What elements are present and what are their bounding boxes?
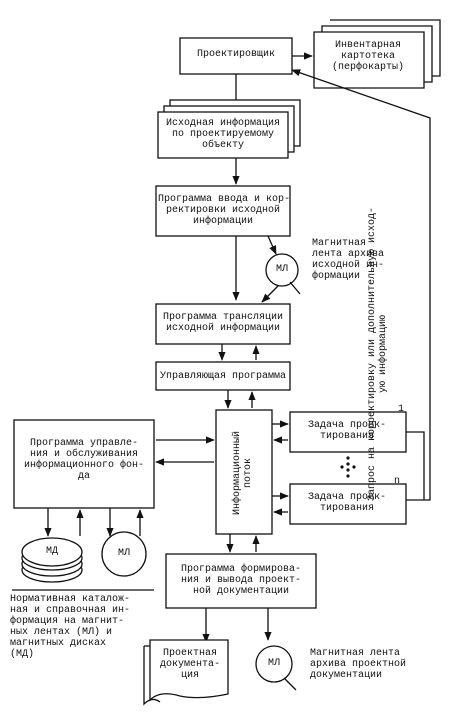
ml-tape-storage [101,531,147,577]
ml-tape-source [265,253,299,287]
md-label: МД [45,546,58,557]
tape-archive-source-label: Магнитная лента архива исходной ин- форм… [312,238,385,282]
task-n-box [289,483,407,525]
design-docs-shape [149,639,229,702]
input-program-label: Программа ввода и кор- ректировки исходн… [158,194,291,227]
task-n-label: Задача проек- тирования [307,492,386,514]
info-flow-box [215,409,273,535]
request-label: Запрос на корректировку или дополнительн… [367,206,389,502]
control-program-box [155,361,291,391]
ml-storage-label: МЛ [117,548,130,559]
task-n-index: n [393,476,400,487]
fund-program-box [13,419,155,509]
storage-caption: Нормативная каталож- ная и справочная ин… [10,594,131,660]
translation-program-box [155,303,291,345]
input-program-box [155,185,291,237]
info-flow-label: Информационный поток [232,431,254,516]
source-info-box [157,111,289,159]
ml-tape-docs [255,645,293,683]
designer-box [179,37,293,75]
tape-archive-docs-label: Магнитная лента архива проектной докумен… [310,648,407,681]
source-info-label: Исходная информация по проектируемому об… [165,118,281,151]
ml-docs-label: МЛ [267,658,280,669]
output-program-box [165,553,317,609]
task1-index: 1 [397,404,404,415]
md-disk [21,537,83,567]
output-program-label: Программа формирова- ния и вывода проект… [180,564,302,597]
control-program-label: Управляющая программа [159,371,287,382]
ml-source-label: МЛ [275,264,288,275]
designer-label: Проектировщик [196,49,275,60]
task1-box [289,411,407,453]
fund-program-label: Программа управле- ния и обслуживания ин… [23,438,145,482]
design-docs-label: Проектная документа- ция [159,648,220,681]
task1-label: Задача проек- тирования [307,420,386,442]
card-index-label: Инвентарная картотека (перфокарты) [331,40,404,73]
translation-program-label: Программа трансляции исходной информации [162,312,284,334]
